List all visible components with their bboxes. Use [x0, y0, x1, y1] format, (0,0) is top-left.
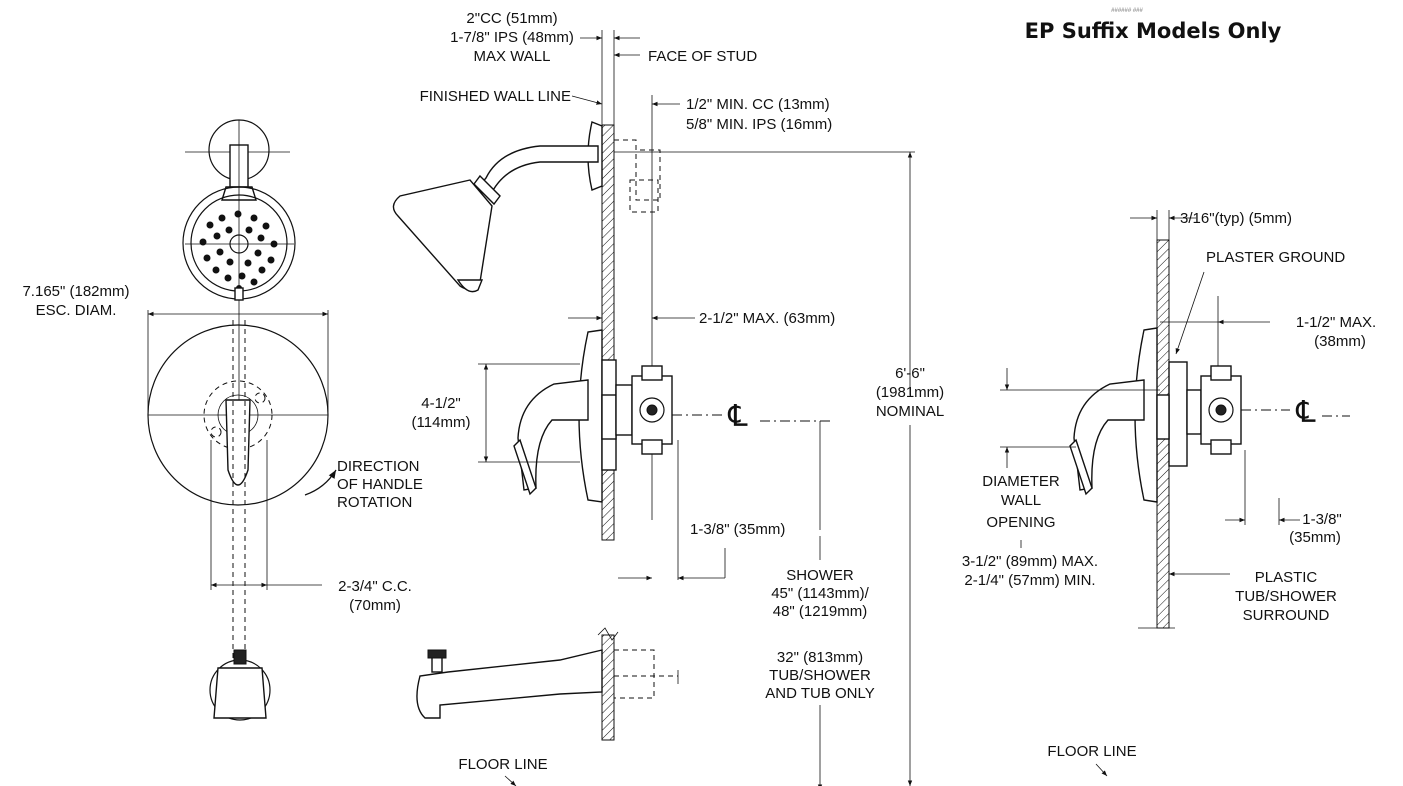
escutcheon-plate [147, 310, 329, 660]
centerline-symbol: ℄ [727, 399, 748, 434]
page-title: EP Suffix Models Only [1025, 19, 1282, 43]
max-wall-label-3: MAX WALL [474, 48, 551, 65]
side-tub-spout-icon [416, 649, 679, 719]
floor-line-label: FLOOR LINE [458, 756, 547, 773]
tub-label-2: TUB/SHOWER [769, 667, 871, 684]
shower-label-2: 45" (1143mm)/ [771, 585, 869, 602]
plastic-label-1: PLASTIC [1255, 569, 1318, 586]
dim-1-3-8-label: 1-3/8" (35mm) [690, 521, 785, 538]
plaster-ground-label: PLASTER GROUND [1206, 249, 1345, 266]
finished-wall-line-label: FINISHED WALL LINE [420, 88, 571, 105]
tub-label-1: 32" (813mm) [777, 649, 863, 666]
dim-1-3-8-label-a: 1-3/8" [1302, 511, 1342, 528]
side-shower-head-icon [392, 121, 661, 293]
detail-centerline-symbol: ℄ [1295, 395, 1316, 430]
opening-max-label: 3-1/2" (89mm) MAX. [962, 553, 1098, 570]
max-2-5-label: 2-1/2" MAX. (63mm) [699, 310, 835, 327]
nominal-label-2: (1981mm) [876, 384, 944, 401]
side-view: 2"CC (51mm) 1-7/8" IPS (48mm) MAX WALL F… [392, 10, 944, 786]
direction-label-3: ROTATION [337, 494, 412, 511]
max-wall-label-1: 2"CC (51mm) [466, 10, 557, 27]
detail-view: 3/16"(typ) (5mm) PLASTER GROUND 1-1/2" M… [962, 210, 1376, 777]
typ-label: 3/16"(typ) (5mm) [1180, 210, 1292, 227]
max-wall-label-2: 1-7/8" IPS (48mm) [450, 29, 574, 46]
dim-4-5-label-b: (114mm) [412, 414, 471, 431]
side-valve-trim-icon [513, 329, 673, 503]
shower-label-1: SHOWER [786, 567, 854, 584]
header-tiny-text: ###### ### [1111, 8, 1143, 14]
max-1-5-label-b: (38mm) [1314, 333, 1366, 350]
nominal-label-3: NOMINAL [876, 403, 944, 420]
cc-label-1: 2-3/4" C.C. [338, 578, 412, 595]
front-shower-head-icon [182, 119, 296, 420]
diameter-label-3: OPENING [986, 514, 1055, 531]
direction-label-1: DIRECTION [337, 458, 420, 475]
plastic-label-2: TUB/SHOWER [1235, 588, 1337, 605]
min-ips-label: 5/8" MIN. IPS (16mm) [686, 116, 832, 133]
wall-section [601, 124, 615, 541]
shower-label-3: 48" (1219mm) [773, 603, 868, 620]
nominal-label-1: 6'-6" [895, 365, 925, 382]
detail-floor-line-label: FLOOR LINE [1047, 743, 1136, 760]
tub-label-3: AND TUB ONLY [765, 685, 874, 702]
dim-1-3-8-label-b: (35mm) [1289, 529, 1341, 546]
diameter-label-2: WALL [1001, 492, 1041, 509]
front-view: 7.165" (182mm) ESC. DIAM. DIRECTION OF H… [22, 119, 423, 721]
min-cc-label: 1/2" MIN. CC (13mm) [686, 96, 830, 113]
esc-diam-label-1: 7.165" (182mm) [22, 283, 129, 300]
esc-diam-label-2: ESC. DIAM. [36, 302, 117, 319]
diameter-label-1: DIAMETER [982, 473, 1060, 490]
opening-min-label: 2-1/4" (57mm) MIN. [964, 572, 1095, 589]
lower-wall-section [601, 634, 615, 741]
max-1-5-label-a: 1-1/2" MAX. [1296, 314, 1376, 331]
dim-4-5-label-a: 4-1/2" [421, 395, 461, 412]
front-tub-spout-icon [209, 649, 271, 721]
plastic-label-3: SURROUND [1243, 607, 1330, 624]
rotation-arrow-icon [304, 469, 337, 496]
direction-label-2: OF HANDLE [337, 476, 423, 493]
cc-label-2: (70mm) [349, 597, 401, 614]
detail-valve-trim-icon [1069, 327, 1242, 503]
face-of-stud-label: FACE OF STUD [648, 48, 757, 65]
